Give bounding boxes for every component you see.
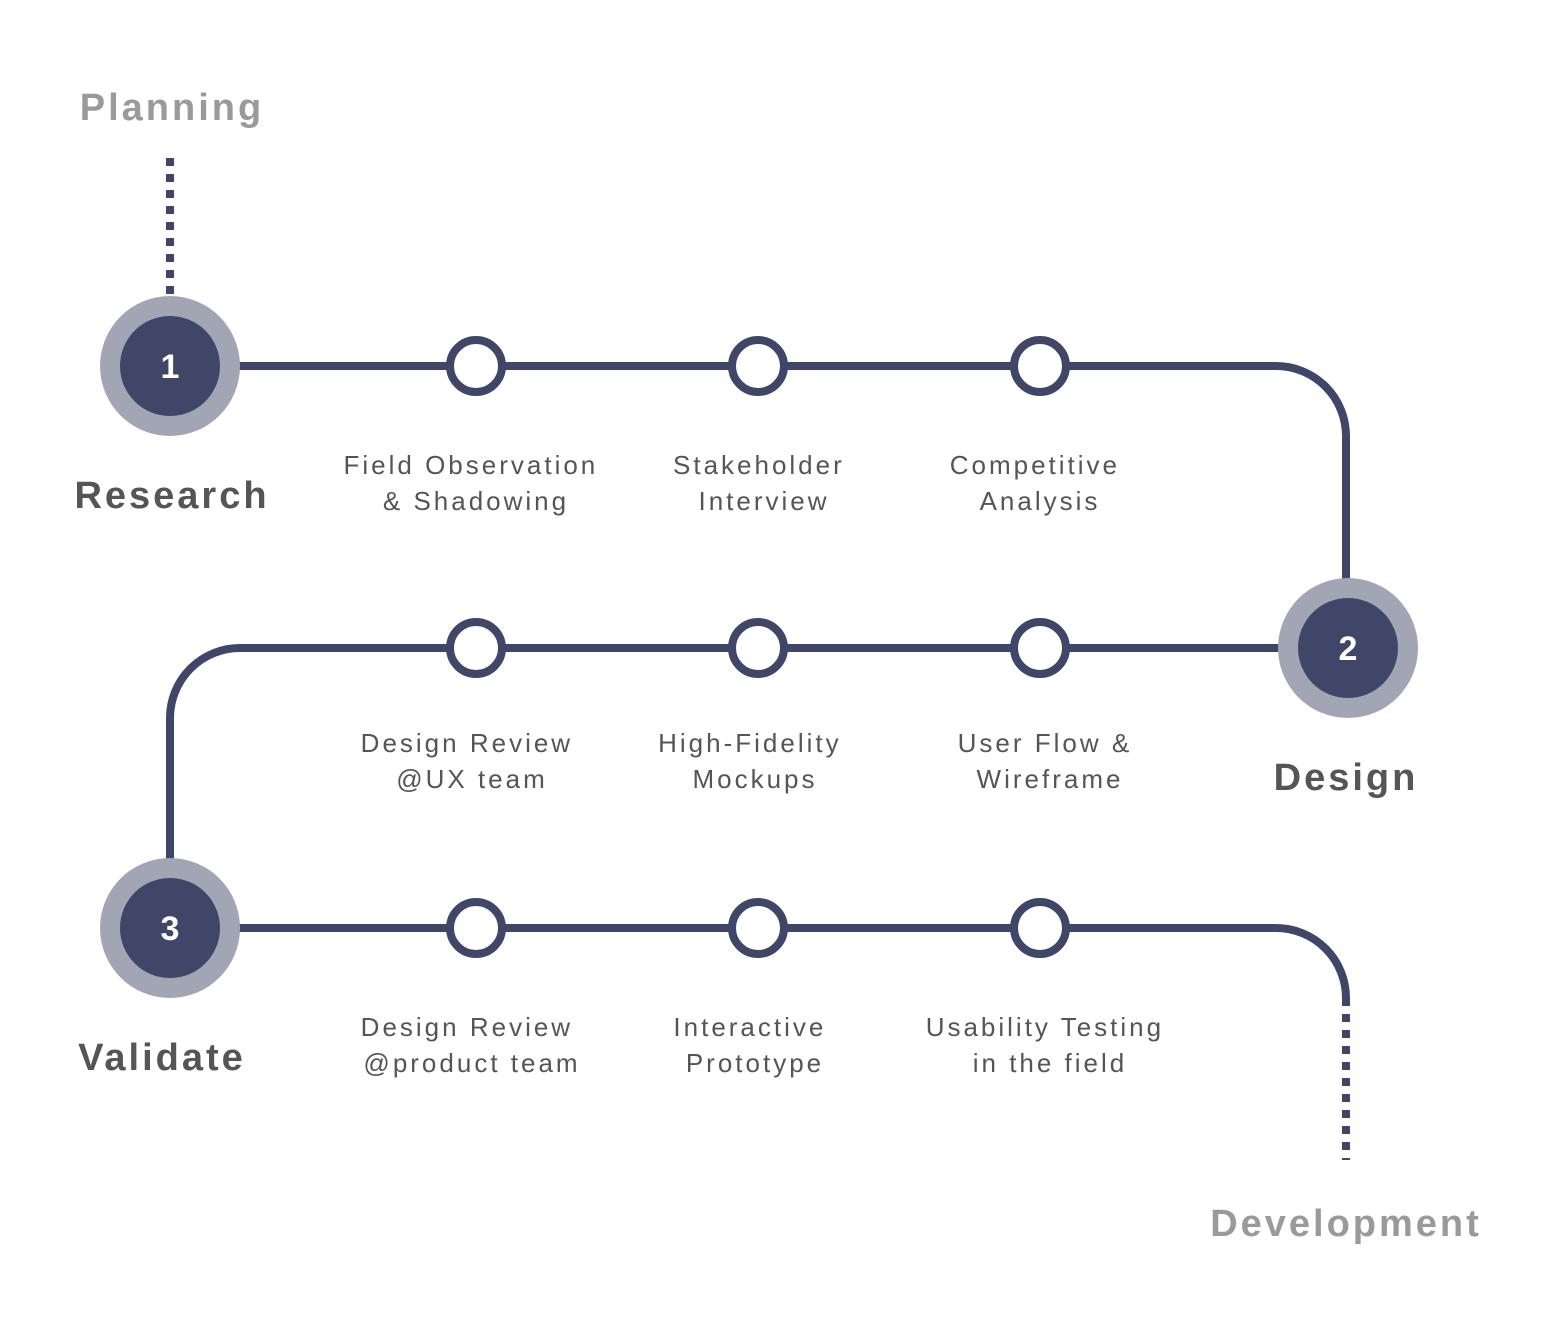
phase-core: [120, 316, 220, 416]
step-label: Interactive Prototype: [673, 1012, 836, 1078]
step-label-line: Usability Testing: [926, 1012, 1164, 1042]
step-label-line: Stakeholder: [673, 450, 845, 480]
step-label: Stakeholder Interview: [673, 450, 855, 516]
step-label-line: Design Review: [361, 728, 573, 758]
step-label-line: Interactive: [673, 1012, 826, 1042]
phase-node-research: 1: [100, 296, 240, 436]
step-label-line: High-Fidelity: [658, 728, 842, 758]
step-node: [728, 336, 788, 396]
step-label: Field Observation & Shadowing: [344, 450, 609, 516]
phase-label-research: Research: [74, 475, 269, 517]
phase-core: [1298, 598, 1398, 698]
phase-node-design: 2: [1278, 578, 1418, 718]
step-label-line: User Flow &: [958, 728, 1133, 758]
step-label-line: Wireframe: [977, 764, 1124, 794]
step-node: [1010, 898, 1070, 958]
step-label-line: Prototype: [686, 1048, 824, 1078]
step-label: Design Review @product team: [361, 1012, 584, 1078]
step-label-line: @UX team: [396, 764, 548, 794]
step-node: [728, 618, 788, 678]
step-label-line: Analysis: [980, 486, 1101, 516]
step-label-line: Field Observation: [344, 450, 599, 480]
phase-number: 3: [161, 910, 180, 948]
step-label-line: Interview: [698, 486, 829, 516]
phase-number: 1: [161, 348, 180, 386]
step-label: User Flow & Wireframe: [958, 728, 1143, 794]
phase-label-validate: Validate: [78, 1037, 246, 1079]
step-label: Usability Testing in the field: [926, 1012, 1175, 1078]
step-label-line: & Shadowing: [383, 486, 569, 516]
phase-core: [120, 878, 220, 978]
step-label-line: Competitive: [950, 450, 1120, 480]
start-endpoint-label: Planning: [80, 87, 264, 129]
step-node: [728, 898, 788, 958]
phase-node-validate: 3: [100, 858, 240, 998]
process-track: [166, 362, 1350, 999]
step-node: [446, 898, 506, 958]
step-label-line: Mockups: [692, 764, 817, 794]
step-label: Competitive Analysis: [950, 450, 1131, 516]
step-node: [1010, 618, 1070, 678]
step-node: [1010, 336, 1070, 396]
step-node: [446, 336, 506, 396]
phase-label-design: Design: [1274, 757, 1419, 799]
step-label-line: Design Review: [361, 1012, 573, 1042]
step-label: High-Fidelity Mockups: [658, 728, 852, 794]
step-node: [446, 618, 506, 678]
step-label: Design Review @UX team: [361, 728, 584, 794]
phase-number: 2: [1339, 630, 1358, 668]
step-label-line: in the field: [973, 1048, 1128, 1078]
end-endpoint-label: Development: [1210, 1203, 1482, 1245]
step-label-line: @product team: [363, 1048, 580, 1078]
